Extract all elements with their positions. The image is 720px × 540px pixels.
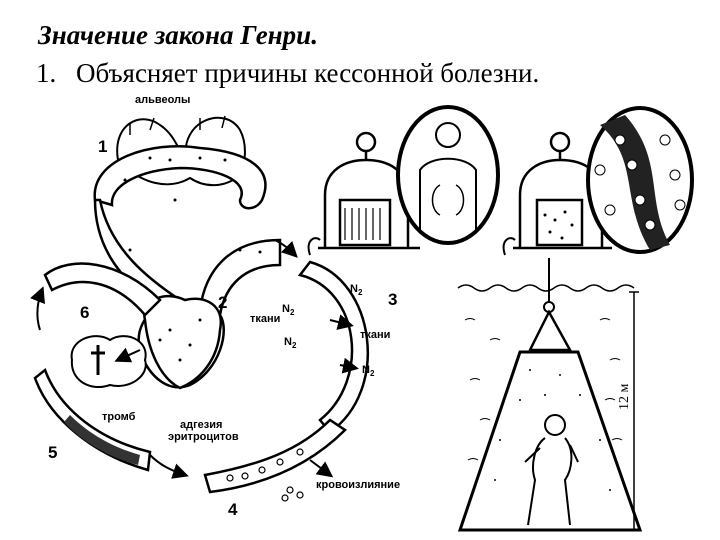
brain-cloud <box>70 335 147 388</box>
label-alveoli: альвеолы <box>135 94 190 106</box>
vessel-adhesion <box>203 418 347 494</box>
bullet-item: 1. Объясняет причины кессонной болезни. <box>36 58 539 89</box>
pulmonary-vessel <box>93 145 267 210</box>
label-thrombus: тромб <box>102 411 136 423</box>
gas-bubbles <box>123 156 262 362</box>
cross-icon <box>91 345 105 375</box>
bell-stipple <box>494 369 611 491</box>
heart <box>143 294 223 390</box>
bell-jar-decompression <box>502 131 612 256</box>
stage-number-2: 2 <box>218 293 227 312</box>
bullet-number: 1. <box>36 58 57 88</box>
caisson-diagram: 12 м <box>457 258 643 532</box>
water-waves <box>464 318 623 501</box>
label-n2-3: N2 <box>284 336 297 350</box>
label-adhesion-line1: адгезия <box>180 419 222 431</box>
depth-label: 12 м <box>617 384 632 411</box>
water-surface <box>457 284 635 292</box>
stage-number-6: 6 <box>80 303 89 322</box>
circulation-diagram: 1 2 3 4 5 6 альвеолы ткани ткани N2 N2 N… <box>30 94 400 519</box>
slide-title: Значение закона Генри. <box>38 20 318 50</box>
vessel-thrombus <box>33 367 152 472</box>
n2-labels: N2 N2 N2 N2 <box>282 283 375 378</box>
bullet-text: Объясняет причины кессонной болезни. <box>76 58 540 88</box>
stage-number-3: 3 <box>388 290 397 309</box>
oval-blood-vessels <box>586 106 694 254</box>
label-n2-4: N2 <box>362 364 375 378</box>
stage-number-1: 1 <box>98 137 107 156</box>
diver <box>524 414 579 526</box>
caisson-bell <box>457 350 643 532</box>
stage-number-4: 4 <box>228 500 238 519</box>
label-n2-2: N2 <box>350 283 363 297</box>
stage-number-5: 5 <box>48 443 57 462</box>
label-n2-1: N2 <box>282 303 295 317</box>
aorta <box>43 262 162 317</box>
thrombus <box>64 415 140 465</box>
label-adhesion-line2: эритроцитов <box>168 431 239 443</box>
label-hemorrhage: кровоизлияние <box>316 479 400 491</box>
erythrocyte-clumps <box>226 448 304 502</box>
oval-person <box>396 105 500 245</box>
label-tissues-left: ткани <box>250 313 280 325</box>
hanger <box>527 309 573 352</box>
flow-arrows <box>30 239 359 479</box>
label-tissues-right: ткани <box>360 329 390 341</box>
